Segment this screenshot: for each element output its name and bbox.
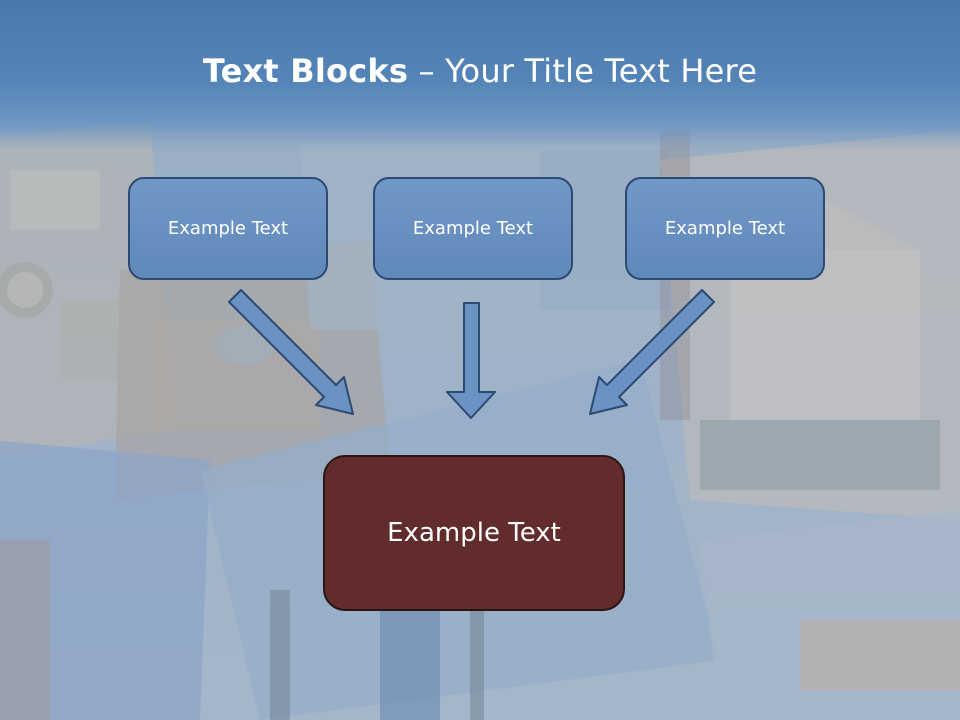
- title-rest: Your Title Text Here: [445, 52, 758, 90]
- text-block-2[interactable]: Example Text: [373, 177, 573, 280]
- center-text-block[interactable]: Example Text: [323, 455, 625, 611]
- photo-lagoon-left: [0, 440, 210, 720]
- text-block-3-label: Example Text: [664, 218, 786, 239]
- title-dash: –: [408, 52, 446, 90]
- text-block-3[interactable]: Example Text: [625, 177, 825, 280]
- slide-title: Text Blocks – Your Title Text Here: [0, 52, 960, 90]
- title-bar: [0, 0, 960, 150]
- title-bold: Text Blocks: [202, 52, 409, 90]
- text-block-1-label: Example Text: [167, 218, 289, 239]
- text-block-2-label: Example Text: [412, 218, 534, 239]
- text-block-1[interactable]: Example Text: [128, 177, 328, 280]
- photo-grand-canal: [700, 510, 960, 720]
- center-text-block-label: Example Text: [387, 518, 561, 548]
